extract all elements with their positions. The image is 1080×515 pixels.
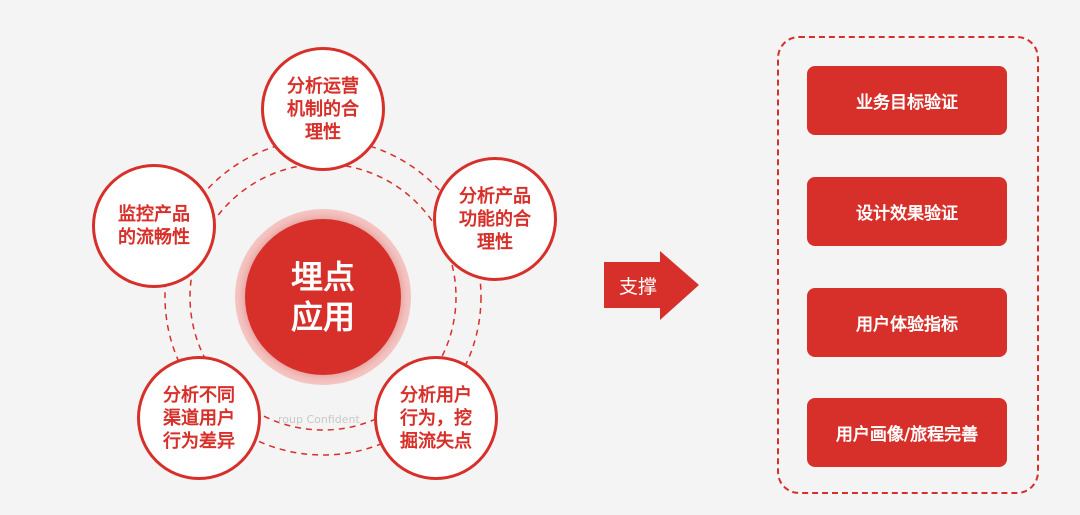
center-label-line1: 埋点 xyxy=(290,258,355,296)
center-label: 埋点 应用 xyxy=(288,257,358,337)
support-item-design-effect: 设计效果验证 xyxy=(807,177,1007,246)
satellite-label: 分析产品功能的合理性 xyxy=(459,185,531,253)
watermark-text: roup Confident xyxy=(278,413,360,426)
inner-orbit-ring xyxy=(189,163,457,431)
support-item-user-experience: 用户体验指标 xyxy=(807,288,1007,357)
satellite-user-behavior: 分析用户行为，挖掘流失点 xyxy=(374,356,498,480)
satellite-product-function: 分析产品功能的合理性 xyxy=(433,157,557,281)
satellite-product-fluency: 监控产品的流畅性 xyxy=(92,164,216,288)
center-circle: 埋点 应用 xyxy=(235,209,411,385)
center-circle-inner: 埋点 应用 xyxy=(245,219,401,375)
support-panel xyxy=(777,36,1039,494)
satellite-channel-difference: 分析不同渠道用户行为差异 xyxy=(137,356,261,480)
satellite-label: 分析用户行为，挖掘流失点 xyxy=(400,384,472,452)
support-item-business-goal: 业务目标验证 xyxy=(807,66,1007,135)
satellite-label: 监控产品的流畅性 xyxy=(118,204,190,248)
support-item-user-profile: 用户画像/旅程完善 xyxy=(807,398,1007,467)
right-arrow-shape xyxy=(604,251,699,320)
satellite-label: 分析运营机制的合理性 xyxy=(287,75,359,143)
satellite-operation-mechanism: 分析运营机制的合理性 xyxy=(261,47,385,171)
satellite-label: 分析不同渠道用户行为差异 xyxy=(163,384,235,452)
outer-orbit-ring xyxy=(164,138,482,456)
arrow-label: 支撑 xyxy=(618,275,657,298)
center-label-line2: 应用 xyxy=(290,298,355,336)
